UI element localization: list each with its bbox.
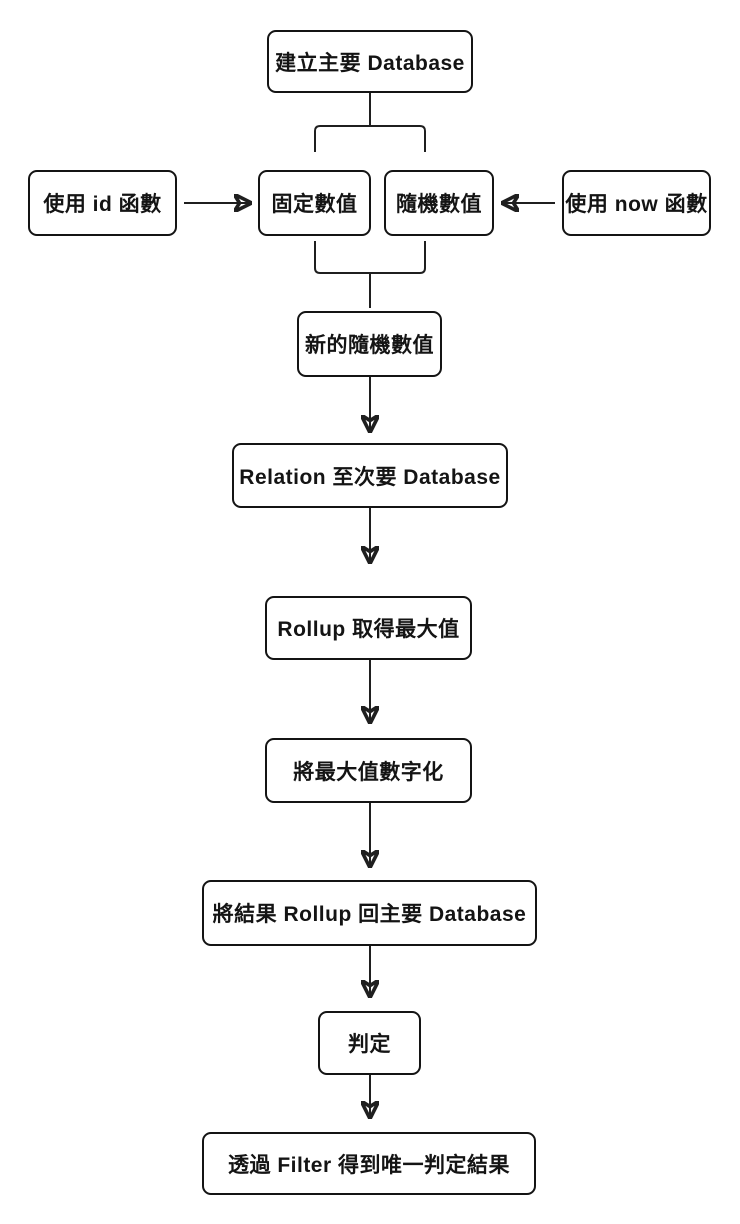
node-new-random-value: 新的隨機數值 bbox=[297, 311, 442, 377]
node-digitize-max-value: 將最大值數字化 bbox=[265, 738, 472, 803]
node-rollup-back-main-db: 將結果 Rollup 回主要 Database bbox=[202, 880, 537, 946]
edge-random-value-to-merge bbox=[370, 241, 426, 274]
node-filter-unique-result: 透過 Filter 得到唯一判定結果 bbox=[202, 1132, 536, 1195]
node-relation-secondary-db: Relation 至次要 Database bbox=[232, 443, 508, 508]
node-use-id-function: 使用 id 函數 bbox=[28, 170, 177, 236]
node-rollup-get-max: Rollup 取得最大值 bbox=[265, 596, 472, 660]
node-judge: 判定 bbox=[318, 1011, 421, 1075]
edge-main-db-to-fixed-value bbox=[314, 125, 370, 152]
node-create-main-db: 建立主要 Database bbox=[267, 30, 473, 93]
edge-fixed-value-to-merge bbox=[314, 241, 370, 274]
node-fixed-value: 固定數值 bbox=[258, 170, 371, 236]
node-use-now-function: 使用 now 函數 bbox=[562, 170, 711, 236]
node-random-value: 隨機數值 bbox=[384, 170, 494, 236]
edge-main-db-to-random-value bbox=[370, 125, 426, 152]
